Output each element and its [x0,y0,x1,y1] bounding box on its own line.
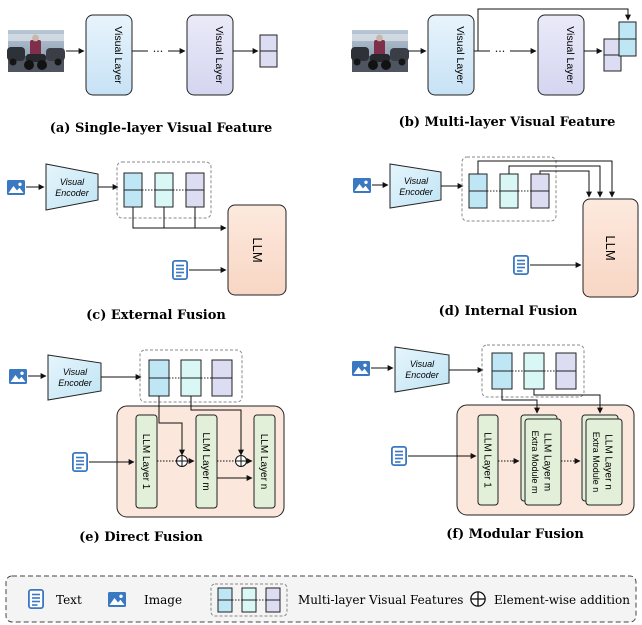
legend-feature-group [210,583,288,617]
llm-layer-box [477,414,499,506]
panel-b: Visual Layer ··· Visual Layer (b) Multi-… [351,8,637,130]
visual-layer-label: Visual Layer [454,26,466,84]
svg-text:Extra Module m: Extra Module m [530,430,540,493]
encoder-label-line2: Encoder [58,378,93,388]
visual-layer-box [85,14,133,96]
element-wise-addition-icon [176,455,188,467]
panel-e: Visual Encoder LLM Layer 1 LLM Layer m L… [9,349,285,545]
panel-f: Visual Encoder LLM Layer 1 Extra Module … [352,344,635,542]
llm-layer-label: LLM Layer m [200,432,211,490]
llm-layer-label: LLM Layer m [542,433,553,491]
visual-layer-label: Visual Layer [213,26,225,84]
image-icon [108,592,126,607]
svg-text:LLM Layer 1: LLM Layer 1 [140,434,151,490]
visual-encoder [389,163,442,209]
text-document-icon [390,445,408,467]
svg-text:Extra Module n: Extra Module n [591,432,601,493]
element-wise-addition-icon [235,455,247,467]
llm-layer-label: LLM Layer n [603,434,614,490]
legend-features-label: Multi-layer Visual Features [298,593,463,607]
caption-c: (c) External Fusion [86,308,226,323]
visual-encoder [47,354,102,401]
extra-module-label: Extra Module n [591,432,601,493]
encoder-label-line1: Visual [410,359,435,369]
llm-label: LLM [250,237,265,262]
text-document-icon [72,451,88,473]
image-icon [353,178,371,193]
svg-text:LLM Layer m: LLM Layer m [542,433,553,491]
vehicle-photo [351,30,409,72]
visual-encoder [394,346,450,393]
llm-layer-label: LLM Layer n [258,434,269,490]
panel-a: Visual Layer ··· Visual Layer (a) Single… [7,14,278,136]
llm-layer-box [253,414,276,509]
encoder-label-line1: Visual [60,177,85,187]
visual-layer-label: Visual Layer [112,26,124,84]
llm-layer-box [524,418,562,506]
image-icon [352,361,370,376]
svg-text:LLM: LLM [603,235,618,260]
encoder-label-line1: Visual [63,367,88,377]
svg-text:Visual Layer: Visual Layer [454,26,466,84]
svg-text:Visual Layer: Visual Layer [564,26,576,84]
panel-d: Visual Encoder LLM (d) Internal Fusion [353,156,639,319]
caption-a: (a) Single-layer Visual Feature [50,121,273,136]
text-document-icon [171,259,189,281]
element-wise-addition-icon [470,591,486,607]
svg-text:LLM Layer m: LLM Layer m [200,432,211,490]
svg-text:LLM Layer 1: LLM Layer 1 [482,432,493,488]
svg-text:Visual Layer: Visual Layer [213,26,225,84]
llm-box [582,198,639,298]
visual-encoder [45,163,99,211]
llm-layer-box [585,418,623,506]
svg-text:LLM Layer n: LLM Layer n [603,434,614,490]
llm-layer-label: LLM Layer 1 [140,434,151,490]
legend-addition-label: Element-wise addition [494,593,630,607]
encoder-label-line2: Encoder [405,370,440,380]
encoder-label-line2: Encoder [55,188,90,198]
visual-layer-box [427,14,475,96]
ellipsis: ··· [495,45,506,58]
legend-image-label: Image [144,593,182,607]
encoder-label-line2: Encoder [399,187,434,197]
text-document-icon [513,254,529,276]
caption-f: (f) Modular Fusion [446,527,584,542]
llm-label: LLM [603,235,618,260]
llm-layer-label: LLM Layer 1 [482,432,493,488]
legend: Text Image Multi-layer Visual Features E… [5,575,637,623]
caption-e: (e) Direct Fusion [79,530,203,545]
ellipsis: ··· [153,45,164,58]
caption-b: (b) Multi-layer Visual Feature [399,115,616,130]
llm-box [227,204,287,296]
feature-group-box [481,344,585,398]
feature-group-box [461,156,557,222]
svg-text:LLM Layer n: LLM Layer n [258,434,269,490]
panel-c: Visual Encoder LLM (c) External Fusion [7,161,287,323]
legend-text-label: Text [56,593,82,607]
visual-layer-label: Visual Layer [564,26,576,84]
text-document-icon [27,589,44,609]
caption-d: (d) Internal Fusion [439,304,578,319]
svg-text:LLM: LLM [250,237,265,262]
image-icon [7,180,25,195]
image-icon [9,369,27,384]
extra-module-label: Extra Module m [530,430,540,493]
visual-layer-box [537,14,585,96]
legend-box [5,575,637,623]
svg-text:Visual Layer: Visual Layer [112,26,124,84]
visual-layer-box [186,14,234,96]
encoder-label-line1: Visual [404,176,429,186]
vehicle-photo [7,30,65,72]
